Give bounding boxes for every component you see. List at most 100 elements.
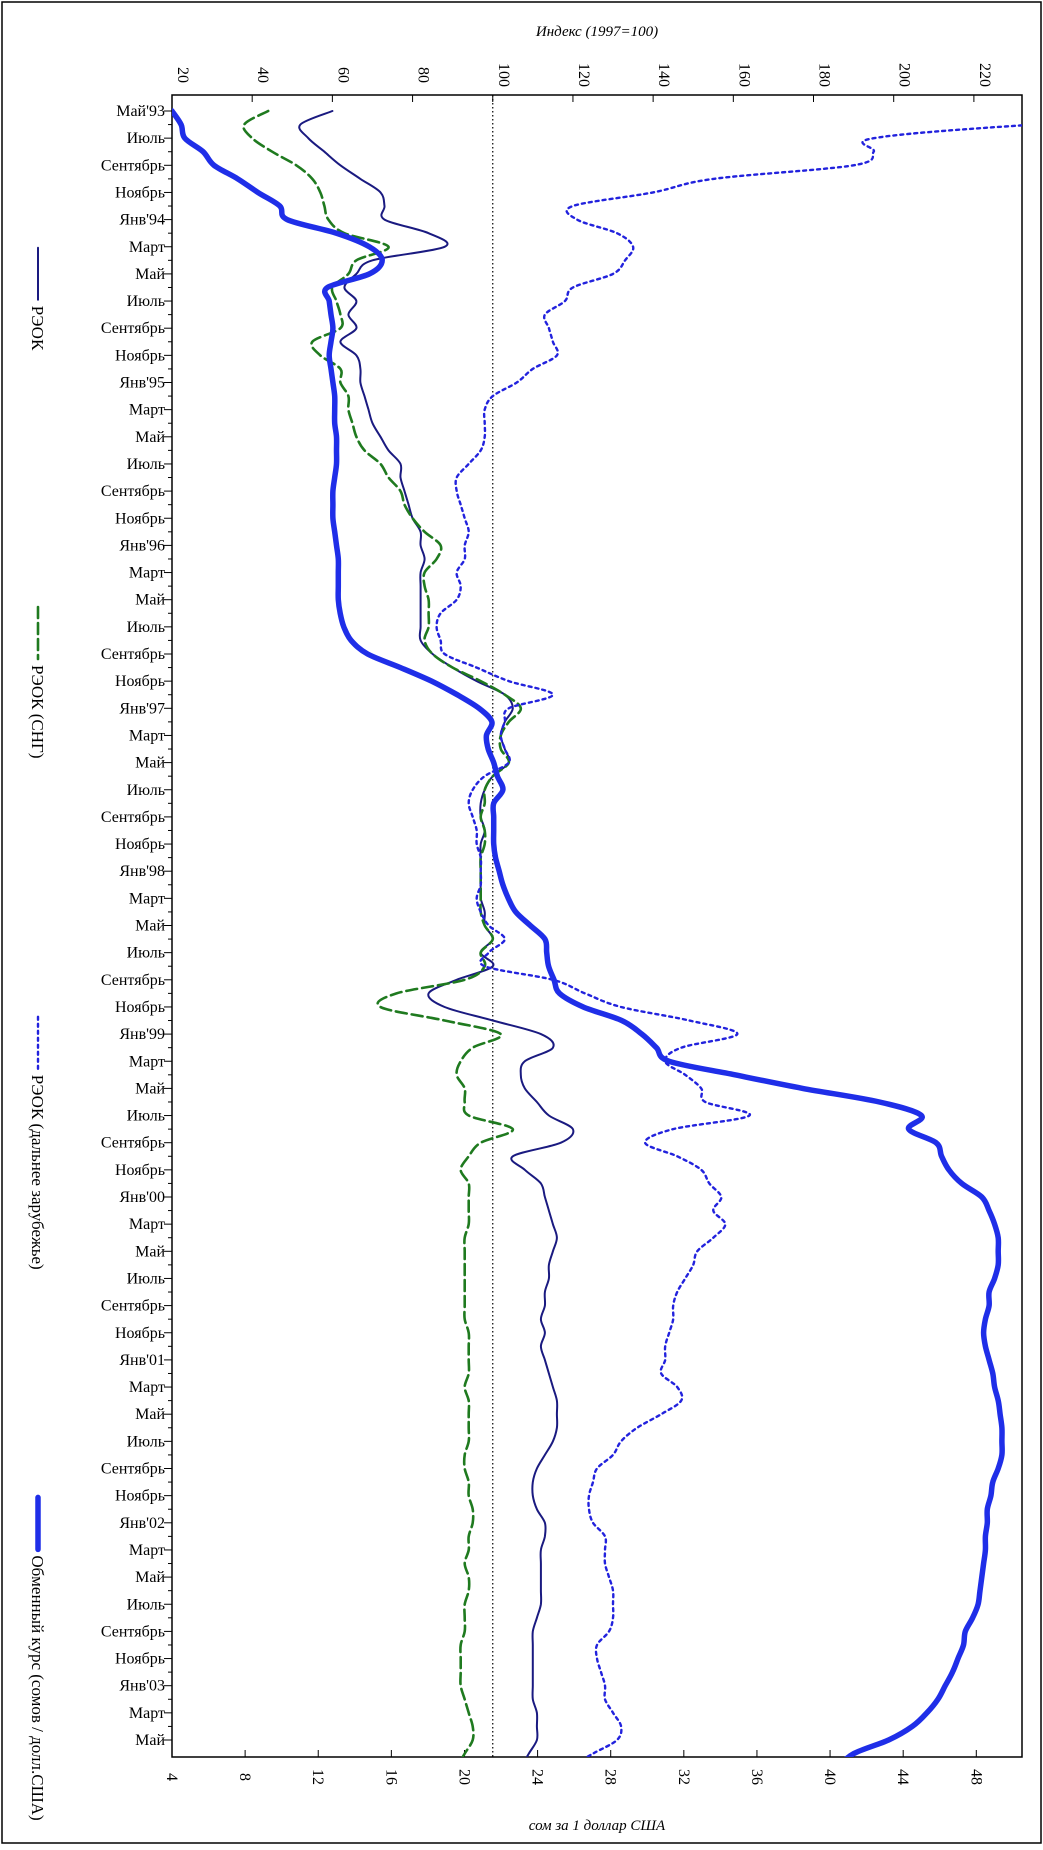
month-label: Янв'95 [119, 375, 165, 392]
month-label: Ноябрь [115, 1325, 165, 1342]
bottom-axis-tick-label: 24 [529, 1769, 546, 1785]
month-label: Май [135, 1080, 165, 1097]
bottom-axis-tick-label: 16 [382, 1769, 399, 1785]
legend-label-4: Обменный курс (сомов / долл.США) [28, 1555, 47, 1820]
month-label: Май [135, 592, 165, 609]
series-lines [172, 108, 1022, 1757]
month-label: Ноябрь [115, 510, 165, 527]
series-line-3 [435, 124, 1022, 1757]
month-label: Март [129, 1053, 165, 1070]
month-label: Янв'03 [119, 1678, 165, 1695]
month-label: Сентябрь [101, 157, 165, 174]
month-label: Янв'97 [119, 700, 165, 717]
month-label: Сентябрь [101, 646, 165, 663]
top-axis-tick-label: 140 [655, 63, 672, 87]
top-axis-tick-label: 40 [254, 67, 271, 83]
month-label: Май [135, 918, 165, 935]
month-label: Март [129, 402, 165, 419]
bottom-axis-title: сом за 1 доллар США [529, 1818, 666, 1834]
bottom-axis-tick-label: 28 [602, 1769, 619, 1785]
month-label: Сентябрь [101, 320, 165, 337]
month-label: Март [129, 727, 165, 744]
month-label: Май [135, 1406, 165, 1423]
month-label: Март [129, 890, 165, 907]
top-axis-tick-label: 80 [415, 67, 432, 83]
bottom-axis-tick-label: 40 [821, 1769, 838, 1785]
bottom-axis-tick-label: 48 [967, 1769, 984, 1785]
month-label: Июль [127, 1270, 165, 1287]
top-axis-tick-label: 180 [816, 63, 833, 87]
month-label: Янв'99 [119, 1026, 165, 1043]
tick-marks [164, 95, 977, 1757]
month-label: Май'93 [116, 103, 165, 120]
top-axis-tick-label: 100 [495, 63, 512, 87]
month-label: Май [135, 1569, 165, 1586]
bottom-axis-tick-label: 20 [455, 1769, 472, 1785]
month-label: Сентябрь [101, 809, 165, 826]
month-label: Ноябрь [115, 1162, 165, 1179]
month-label: Янв'00 [119, 1189, 165, 1206]
month-label: Сентябрь [101, 1298, 165, 1315]
top-axis-tick-label: 200 [896, 63, 913, 87]
month-label: Март [129, 1542, 165, 1559]
top-axis-tick-label: 20 [174, 67, 191, 83]
bottom-axis-tick-label: 32 [675, 1769, 692, 1785]
month-label: Июль [127, 1108, 165, 1125]
series-line-1 [298, 110, 575, 1757]
month-label: Янв'01 [119, 1352, 165, 1369]
legend: РЭОК РЭОК (СНГ) РЭОК (дальнее зарубежье) Об… [28, 246, 47, 1821]
month-label: Сентябрь [101, 972, 165, 989]
top-axis-tick-label: 60 [334, 67, 351, 83]
plot-area [171, 94, 1023, 1758]
legend-label-2: РЭОК (СНГ) [28, 665, 47, 759]
top-axis-tick-label: 120 [575, 63, 592, 87]
top-axis-tick-label: 160 [735, 63, 752, 87]
month-label: Ноябрь [115, 184, 165, 201]
month-label: Июль [127, 1596, 165, 1613]
month-label: Сентябрь [101, 1623, 165, 1640]
legend-label-3: РЭОК (дальнее зарубежье) [28, 1075, 47, 1270]
month-label: Июль [127, 945, 165, 962]
legend-label-1: РЭОК [28, 306, 47, 351]
month-label: Ноябрь [115, 347, 165, 364]
month-label: Март [129, 1705, 165, 1722]
month-label: Март [129, 1379, 165, 1396]
month-label: Май [135, 266, 165, 283]
series-line-4 [172, 108, 1005, 1757]
month-label: Июль [127, 130, 165, 147]
month-label: Июль [127, 1433, 165, 1450]
series-line-2 [242, 109, 523, 1757]
month-label: Сентябрь [101, 1135, 165, 1152]
bottom-axis-tick-label: 8 [236, 1773, 253, 1781]
month-label: Ноябрь [115, 836, 165, 853]
month-label: Сентябрь [101, 1461, 165, 1478]
bottom-axis-tick-label: 12 [309, 1769, 326, 1785]
bottom-axis-tick-label: 44 [894, 1769, 911, 1785]
month-label: Сентябрь [101, 483, 165, 500]
month-label: Июль [127, 456, 165, 473]
month-label: Июль [127, 293, 165, 310]
month-label: Янв'98 [119, 863, 165, 880]
top-axis-title: Индекс (1997=100) [535, 24, 658, 40]
month-label: Ноябрь [115, 673, 165, 690]
month-label: Янв'02 [119, 1515, 165, 1532]
month-label: Март [129, 239, 165, 256]
month-label: Ноябрь [115, 999, 165, 1016]
month-label: Июль [127, 619, 165, 636]
bottom-axis-tick-label: 36 [748, 1769, 765, 1785]
month-label: Март [129, 565, 165, 582]
top-axis-tick-label: 220 [976, 63, 993, 87]
month-label: Ноябрь [115, 1651, 165, 1668]
bottom-axis-tick-label: 4 [163, 1773, 180, 1781]
month-label: Май [135, 1243, 165, 1260]
month-label: Май [135, 429, 165, 446]
month-label: Март [129, 1216, 165, 1233]
month-label: Ноябрь [115, 1488, 165, 1505]
month-label: Май [135, 755, 165, 772]
month-label: Янв'96 [119, 537, 165, 554]
month-label: Июль [127, 782, 165, 799]
